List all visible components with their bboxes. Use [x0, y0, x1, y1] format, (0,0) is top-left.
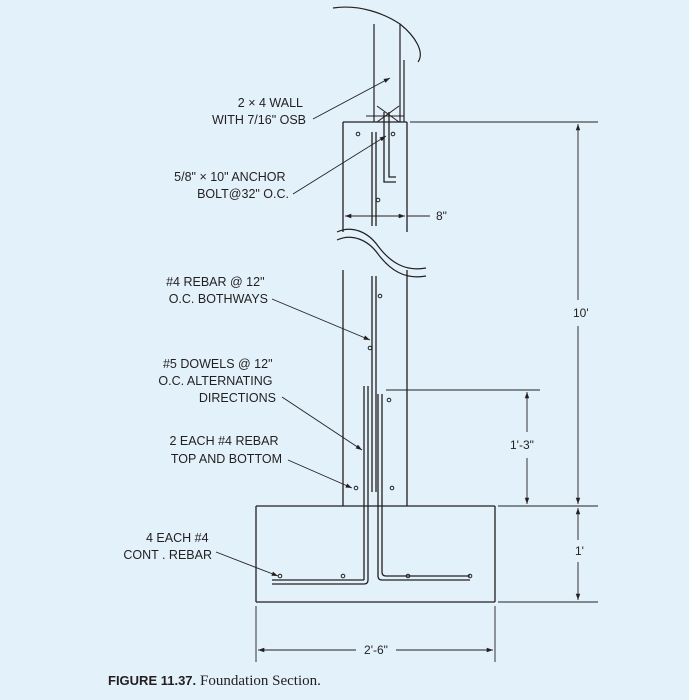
stud-wall [332, 6, 421, 123]
figure-title: Foundation Section. [200, 673, 321, 689]
footing [255, 505, 496, 603]
figure-caption: FIGURE 11.37. Foundation Section. [108, 672, 321, 690]
dim-wall-width: 8" [436, 209, 447, 223]
dimensions: 10' 1'-3" 1' 2'-6" 8" [255, 121, 598, 662]
dim-wall-height: 10' [573, 306, 589, 320]
dim-footing-width: 2'-6" [364, 643, 388, 657]
break-line [336, 228, 427, 270]
anchor-bolt [383, 112, 396, 183]
label-top-bottom-rebar: 2 EACH #4 REBAR TOP AND BOTTOM [169, 434, 282, 466]
callout-labels: 2 × 4 WALL WITH 7/16" OSB 5/8" × 10" ANC… [123, 96, 306, 562]
figure-number: FIGURE 11.37. [108, 673, 197, 688]
vertical-rebar [272, 132, 470, 585]
label-rebar: #4 REBAR @ 12" O.C. BOTHWAYS [166, 275, 268, 306]
label-anchor-bolt: 5/8" × 10" ANCHOR BOLT@32" O.C. [174, 170, 289, 201]
stem-wall [336, 121, 427, 506]
label-dowels: #5 DOWELS @ 12" O.C. ALTERNATING DIRECTI… [158, 357, 276, 405]
leaders [215, 77, 391, 577]
break-line [336, 236, 427, 278]
dim-dowel-height: 1'-3" [510, 438, 534, 452]
label-wall: 2 × 4 WALL WITH 7/16" OSB [212, 96, 306, 127]
label-cont-rebar: 4 EACH #4 CONT . REBAR [123, 531, 212, 562]
dim-footing-depth: 1' [575, 544, 584, 558]
